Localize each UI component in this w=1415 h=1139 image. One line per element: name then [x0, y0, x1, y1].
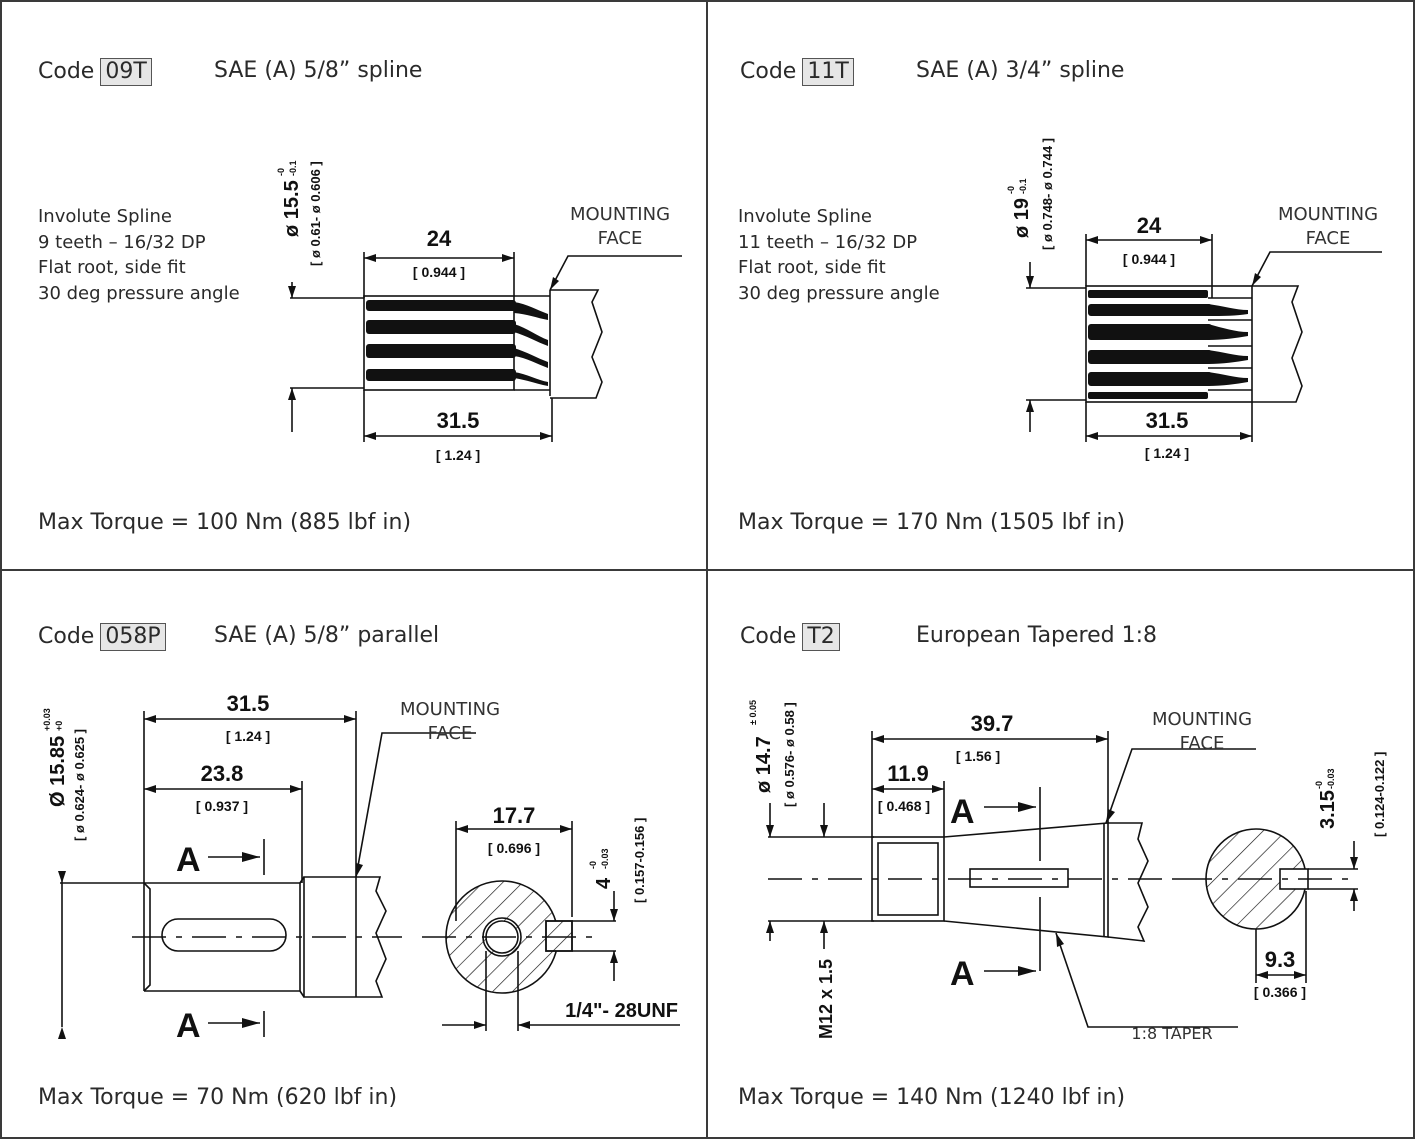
face-label: FACE — [1306, 228, 1351, 249]
diameter-inch: [ ø 0.61- ø 0.606 ] — [308, 161, 323, 266]
key-tol-upper: -0 — [588, 861, 598, 869]
tol-lower: -0.1 — [1018, 178, 1028, 194]
diameter-inch: [ ø 0.748- ø 0.744 ] — [1040, 138, 1055, 250]
mounting-label: MOUNTING — [1278, 204, 1378, 225]
length-23-8-inch: [ 0.937 ] — [196, 798, 248, 814]
diameter: ø 19 — [1011, 198, 1033, 238]
section-a-bottom: A — [950, 955, 975, 993]
length-24: 24 — [427, 226, 452, 251]
code-label: Code — [38, 59, 95, 84]
spline-shaft-drawing: 24 [ 0.944 ] 31.5 [ 1.24 ] ø 15.5 -0 -0.… — [276, 160, 682, 463]
tol-upper: -0 — [276, 168, 286, 176]
shaft-description: European Tapered 1:8 — [916, 623, 1158, 648]
length-24-inch: [ 0.944 ] — [413, 264, 465, 280]
key-width: 4 — [593, 877, 615, 889]
spec-line: Flat root, side fit — [738, 257, 886, 278]
face-label: FACE — [1180, 733, 1225, 754]
max-torque: Max Torque = 140 Nm (1240 lbf in) — [738, 1085, 1126, 1110]
length-23-8: 23.8 — [201, 761, 244, 786]
offset-9-3-inch: [ 0.366 ] — [1254, 984, 1306, 1000]
key-width-inch: [ 0.157-0.156 ] — [632, 818, 647, 903]
diameter: Ø 15.85 — [47, 736, 69, 807]
code-badge: 11T — [802, 58, 854, 86]
key-width: 3.15 — [1317, 790, 1339, 829]
offset-9-3: 9.3 — [1265, 947, 1296, 972]
face-label: FACE — [428, 723, 473, 744]
length-24-inch: [ 0.944 ] — [1123, 251, 1175, 267]
key-width-inch: [ 0.124-0.122 ] — [1372, 752, 1387, 837]
max-torque: Max Torque = 100 Nm (885 lbf in) — [38, 510, 412, 535]
spec-line: 30 deg pressure angle — [38, 282, 240, 304]
spline-spec: Involute Spline 11 teeth – 16/32 DP Flat… — [738, 204, 940, 306]
shaft-description: SAE (A) 5/8” parallel — [214, 623, 440, 648]
length-11-9-inch: [ 0.468 ] — [878, 798, 930, 814]
face-label: FACE — [598, 228, 643, 249]
spline-spec: Involute Spline 9 teeth – 16/32 DP Flat … — [38, 204, 240, 306]
code-badge: 058P — [100, 623, 166, 651]
spec-line: Involute Spline — [38, 206, 172, 227]
length-39-7-inch: [ 1.56 ] — [956, 748, 1000, 764]
section-a-top: A — [950, 793, 975, 831]
spline-shaft-drawing: 24 [ 0.944 ] 31.5 [ 1.24 ] ø 19 -0 -0.1 … — [1006, 138, 1382, 461]
spec-line: Flat root, side fit — [38, 257, 186, 278]
parallel-shaft-drawing: 31.5 [ 1.24 ] 23.8 [ 0.937 ] A A Ø 15.85… — [42, 691, 680, 1045]
length-31-5-inch: [ 1.24 ] — [436, 447, 480, 463]
shaft-description: SAE (A) 5/8” spline — [214, 58, 423, 83]
diameter: ø 15.5 — [281, 180, 303, 237]
mounting-label: MOUNTING — [570, 204, 670, 225]
length-31-5-inch: [ 1.24 ] — [226, 728, 270, 744]
key-tol-upper: -0 — [1314, 781, 1324, 789]
max-torque: Max Torque = 170 Nm (1505 lbf in) — [738, 510, 1126, 535]
code-label: Code — [740, 59, 797, 84]
tol-lower: -0.1 — [288, 160, 298, 176]
length-31-5: 31.5 — [227, 691, 270, 716]
code-badge: T2 — [802, 623, 840, 651]
spec-line: Involute Spline — [738, 206, 872, 227]
taper-label: 1:8 TAPER — [1131, 1024, 1212, 1043]
tol-upper: -0 — [1006, 186, 1016, 194]
code-badge: 09T — [100, 58, 152, 86]
diameter-inch: [ ø 0.576- ø 0.58 ] — [782, 702, 797, 807]
section-a-top: A — [176, 841, 201, 879]
spec-line: 9 teeth – 16/32 DP — [38, 231, 206, 253]
code-label: Code — [740, 624, 797, 649]
spec-line: 30 deg pressure angle — [738, 282, 940, 304]
tol-lower: +0 — [54, 721, 64, 731]
mounting-label: MOUNTING — [1152, 709, 1252, 730]
code-label: Code — [38, 624, 95, 649]
key-tol-lower: -0.03 — [600, 848, 610, 869]
length-11-9: 11.9 — [887, 761, 929, 786]
length-31-5: 31.5 — [1146, 408, 1189, 433]
length-31-5: 31.5 — [437, 408, 480, 433]
length-24: 24 — [1137, 213, 1162, 238]
spec-line: 11 teeth – 16/32 DP — [738, 231, 918, 253]
diameter: ø 14.7 — [753, 736, 775, 793]
thread-spec: M12 x 1.5 — [816, 959, 836, 1039]
max-torque: Max Torque = 70 Nm (620 lbf in) — [38, 1085, 398, 1110]
key-tol-lower: -0.03 — [1326, 768, 1336, 789]
length-31-5-inch: [ 1.24 ] — [1145, 445, 1189, 461]
shaft-description: SAE (A) 3/4” spline — [916, 58, 1125, 83]
mounting-label: MOUNTING — [400, 699, 500, 720]
thread-spec: 1/4"- 28UNF — [565, 1000, 678, 1022]
tolerance: ± 0.05 — [748, 700, 758, 725]
width-17-7: 17.7 — [493, 803, 536, 828]
width-17-7-inch: [ 0.696 ] — [488, 840, 540, 856]
length-39-7: 39.7 — [971, 711, 1014, 736]
diameter-inch: [ ø 0.624- ø 0.625 ] — [72, 729, 87, 841]
tapered-shaft-drawing: 39.7 [ 1.56 ] 11.9 [ 0.468 ] A A ø 14.7 … — [748, 700, 1387, 1043]
tol-upper: +0.03 — [42, 708, 52, 731]
section-a-bottom: A — [176, 1007, 201, 1045]
